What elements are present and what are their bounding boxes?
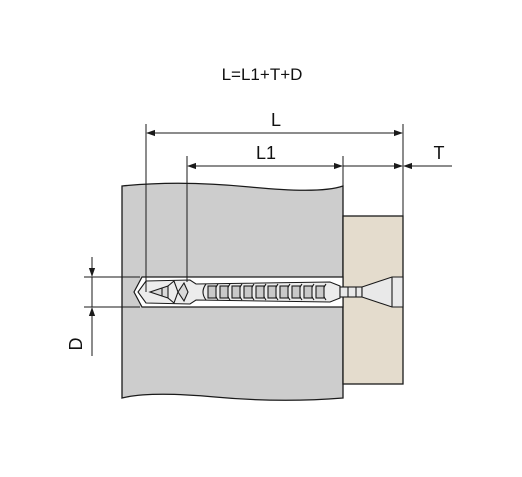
formula-label: L=L1+T+D	[222, 65, 303, 84]
plug-ribs	[202, 283, 327, 301]
screw-tip	[148, 280, 189, 304]
dimension-label-D: D	[66, 338, 86, 351]
dimension-label-T: T	[434, 143, 445, 163]
extension-lines	[84, 124, 404, 308]
screw	[339, 276, 404, 308]
dimension-label-L: L	[271, 110, 281, 130]
dimension-label-L1: L1	[256, 143, 276, 163]
